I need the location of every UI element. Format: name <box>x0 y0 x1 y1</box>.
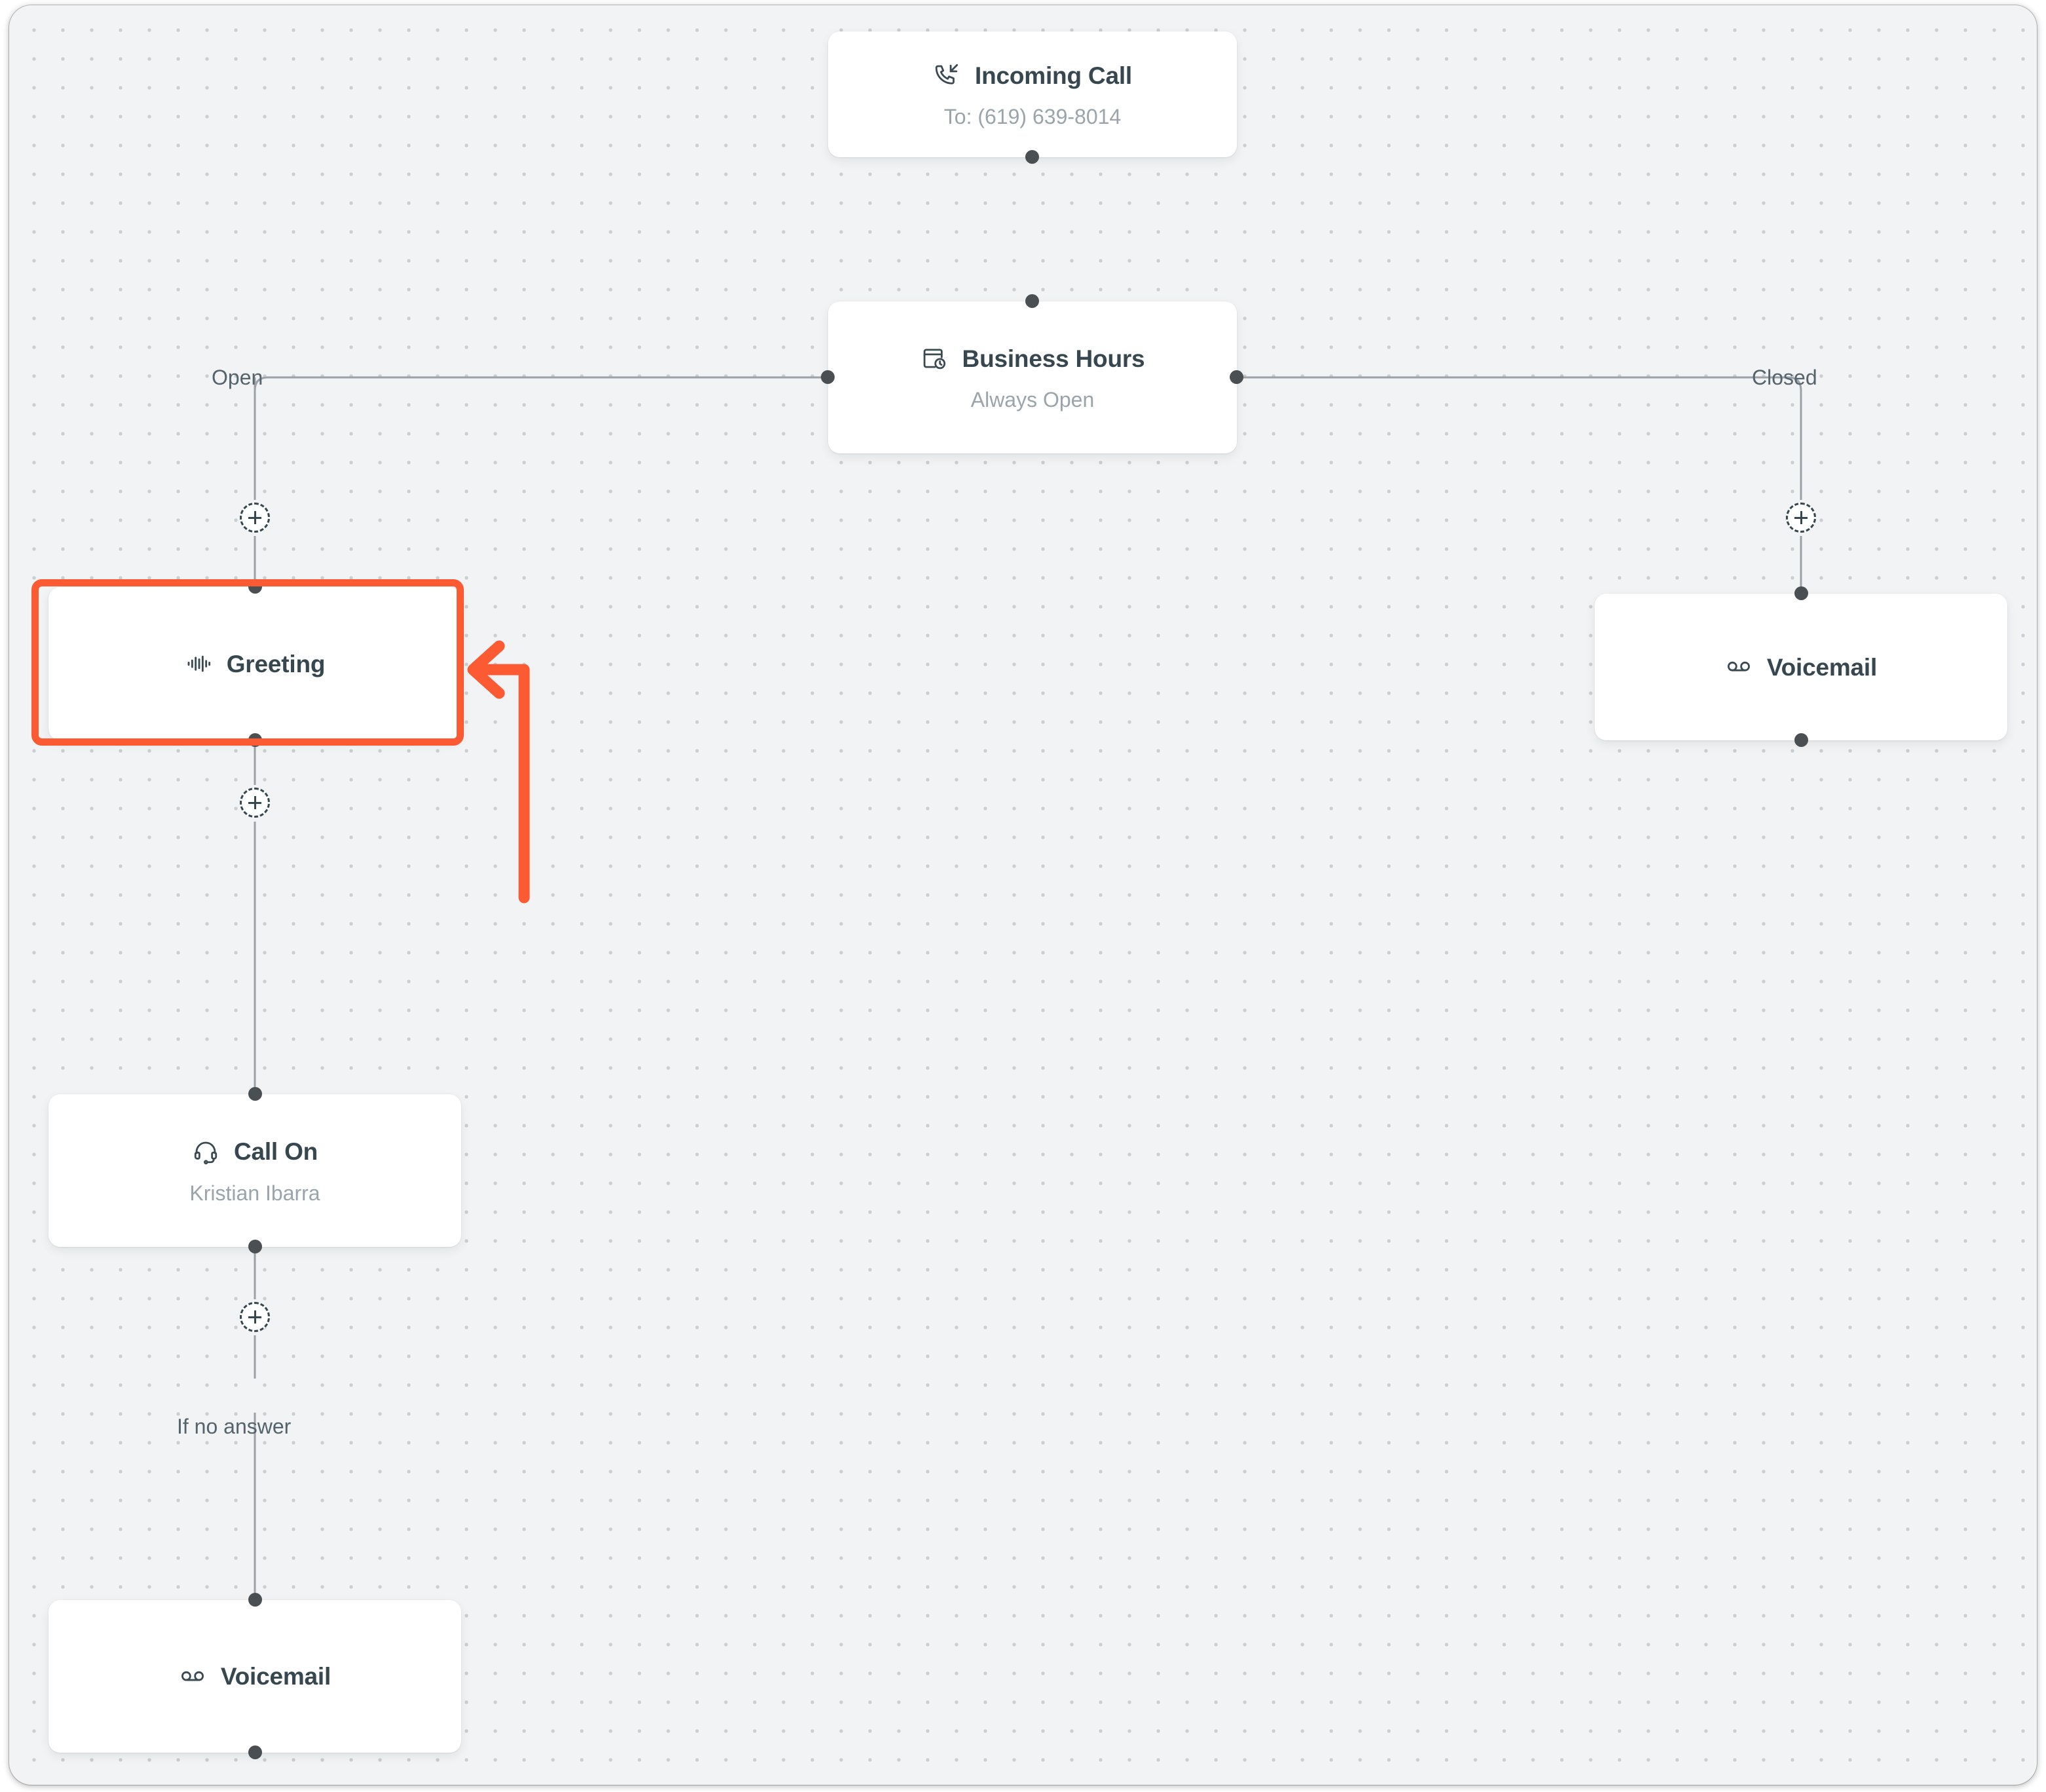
port-bottom <box>248 1240 262 1253</box>
calendar-clock-icon <box>920 345 948 372</box>
add-node-button-open-branch[interactable] <box>240 503 270 533</box>
port-top <box>248 1593 262 1607</box>
headset-icon <box>192 1138 219 1166</box>
node-header: Incoming Call <box>933 62 1132 89</box>
port-top <box>1025 294 1039 308</box>
node-voicemail-closed[interactable]: Voicemail <box>1595 586 2007 747</box>
port-top <box>248 1087 262 1101</box>
node-header: Voicemail <box>179 1663 331 1690</box>
node-title: Call On <box>233 1138 318 1165</box>
connector-lines <box>254 92 1802 1600</box>
port-bottom <box>248 1745 262 1759</box>
node-greeting[interactable]: Greeting <box>48 580 461 747</box>
port-right <box>1230 370 1243 384</box>
add-node-button-after-greeting[interactable] <box>240 788 270 818</box>
node-subtitle: To: (619) 639-8014 <box>943 105 1122 128</box>
node-title: Greeting <box>226 650 326 677</box>
edge-label-closed: Closed <box>1752 366 1817 389</box>
voicemail-icon <box>179 1663 206 1690</box>
node-call-on[interactable]: Call On Kristian Ibarra <box>48 1087 461 1253</box>
node-title: Voicemail <box>1766 653 1878 681</box>
node-header: Greeting <box>185 650 326 677</box>
add-node-button-closed-branch[interactable] <box>1786 503 1816 533</box>
port-bottom <box>248 733 262 747</box>
wire-closed-elbow <box>1237 376 1802 398</box>
incoming-call-icon <box>933 62 960 89</box>
edge-label-if-no-answer: If no answer <box>177 1415 292 1438</box>
add-node-button-after-call-on[interactable] <box>240 1302 270 1332</box>
node-incoming-call[interactable]: Incoming Call To: (619) 639-8014 <box>828 31 1237 164</box>
node-title: Incoming Call <box>975 62 1132 89</box>
node-header: Voicemail <box>1725 653 1877 681</box>
port-top <box>1794 586 1808 600</box>
node-voicemail-no-answer[interactable]: Voicemail <box>48 1593 461 1759</box>
node-title: Business Hours <box>962 345 1145 372</box>
port-top <box>248 580 262 594</box>
audio-waveform-icon <box>185 650 212 677</box>
flow-canvas[interactable]: Incoming Call To: (619) 639-8014 Busines… <box>9 5 2037 1785</box>
node-business-hours[interactable]: Business Hours Always Open <box>821 294 1243 453</box>
edge-label-open: Open <box>212 366 263 389</box>
node-header: Call On <box>192 1138 318 1166</box>
node-header: Business Hours <box>920 345 1145 372</box>
voicemail-icon <box>1725 653 1752 681</box>
node-subtitle: Kristian Ibarra <box>189 1181 320 1205</box>
wire-open-elbow <box>254 376 328 398</box>
node-title: Voicemail <box>220 1663 332 1690</box>
port-bottom <box>1794 733 1808 747</box>
port-bottom <box>1025 150 1039 164</box>
node-subtitle: Always Open <box>970 388 1095 411</box>
port-left <box>821 370 835 384</box>
